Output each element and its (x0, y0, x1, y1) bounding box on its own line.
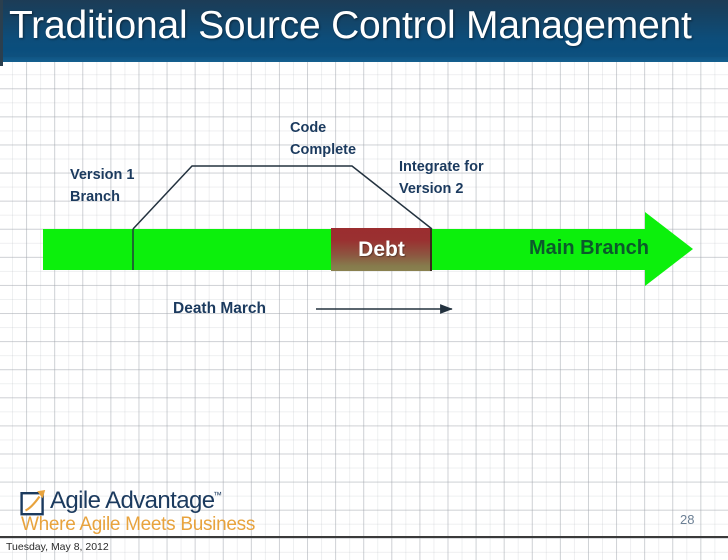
logo-wordmark: Agile Advantage (50, 487, 215, 514)
label-version1-branch: Version 1 Branch (70, 167, 135, 205)
title-left-edge (0, 0, 3, 66)
agile-advantage-logo: Agile Advantage ™ Where Agile Meets Busi… (20, 487, 255, 536)
label-death-march: Death March (173, 300, 267, 317)
label-integrate-v2: Integrate for Version 2 (399, 159, 484, 197)
main-branch-label: Main Branch (529, 237, 650, 259)
logo-trademark-icon: ™ (213, 490, 222, 500)
page-title: Traditional Source Control Management (9, 4, 692, 47)
slide-title-bar: Traditional Source Control Management (0, 0, 728, 62)
agile-advantage-mark-icon (20, 490, 46, 516)
label-code-complete: Code Complete (290, 120, 357, 158)
footer-date: Tuesday, May 8, 2012 (6, 541, 109, 553)
debt-label: Debt (358, 237, 405, 261)
version1-branch-path (132, 165, 433, 230)
page-number: 28 (680, 512, 695, 527)
footer-divider (0, 536, 728, 538)
logo-tagline: Where Agile Meets Business (21, 514, 256, 535)
main-branch-arrow-icon (645, 212, 693, 286)
debt-block: Debt (331, 228, 432, 271)
